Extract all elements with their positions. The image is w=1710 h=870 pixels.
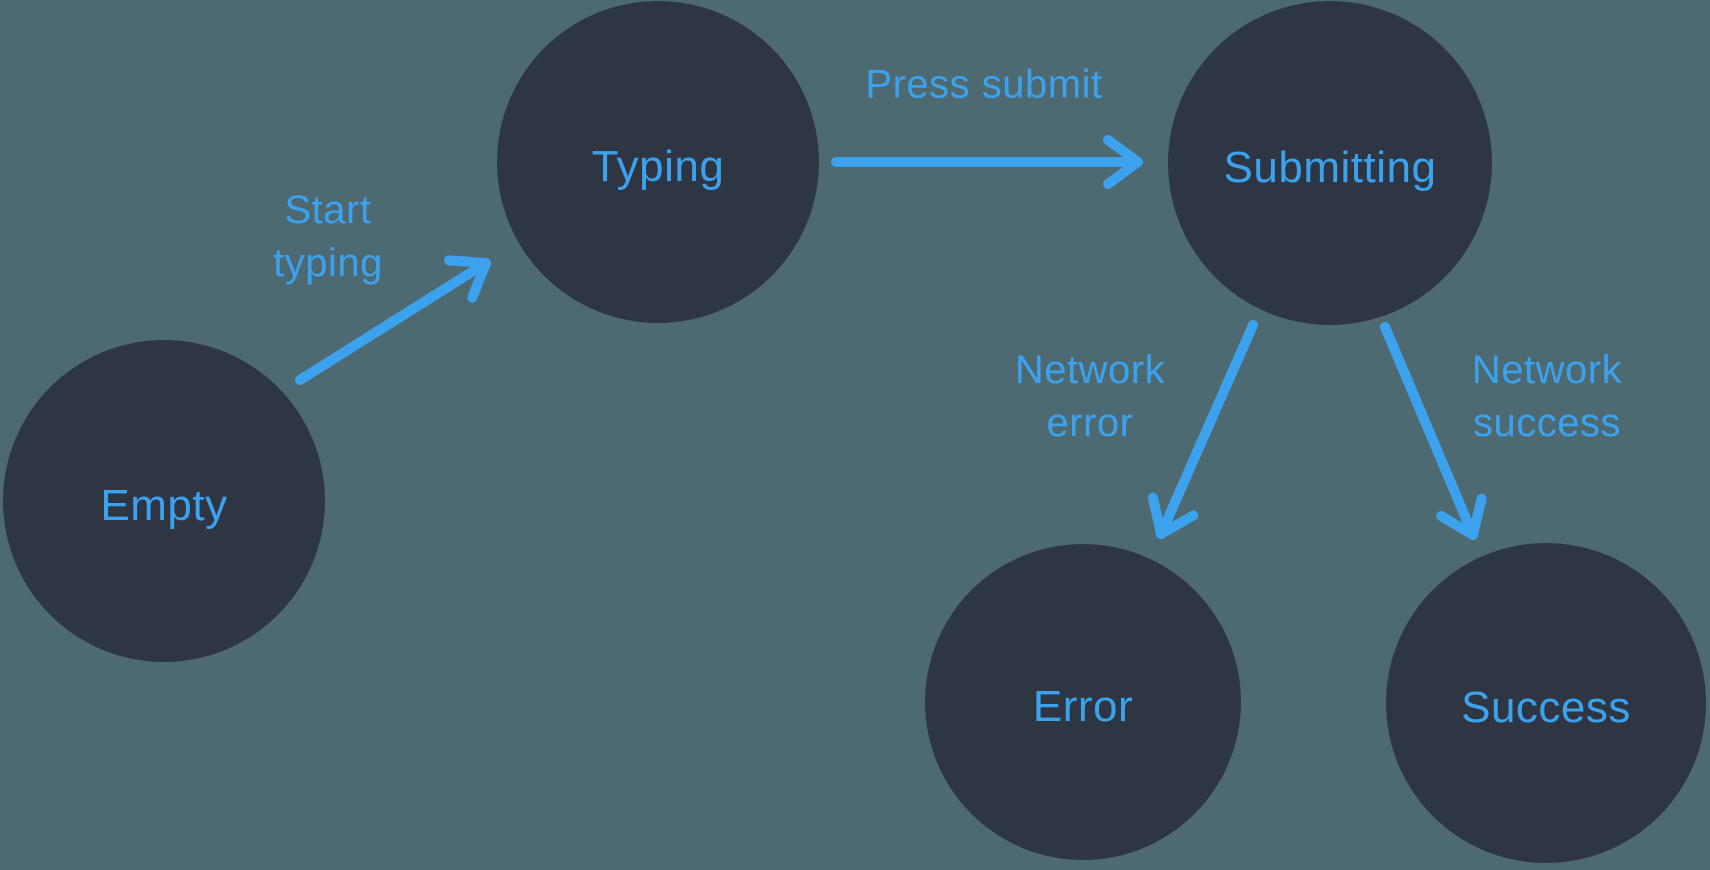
edge-label-network-error: Network error [1014, 348, 1166, 445]
state-node-success: Success [1386, 543, 1706, 863]
state-node-label: Submitting [1223, 143, 1437, 192]
state-node-label: Typing [591, 142, 725, 191]
state-node-error: Error [925, 544, 1241, 860]
edge-label-network-success: Network success [1471, 348, 1623, 445]
edge-label-start-typing: Start typing [273, 188, 383, 285]
edge-arrow-start-typing [295, 255, 491, 385]
edge-label-press-submit: Press submit [865, 62, 1103, 107]
state-node-label: Error [1032, 682, 1134, 731]
state-node-label: Success [1461, 683, 1631, 732]
state-node-typing: Typing [497, 1, 819, 323]
edge-arrow-network-success [1380, 322, 1487, 540]
state-node-empty: Empty [3, 340, 325, 662]
edge-arrow-network-error [1147, 320, 1258, 539]
state-node-submitting: Submitting [1168, 1, 1492, 325]
state-node-label: Empty [100, 481, 228, 530]
